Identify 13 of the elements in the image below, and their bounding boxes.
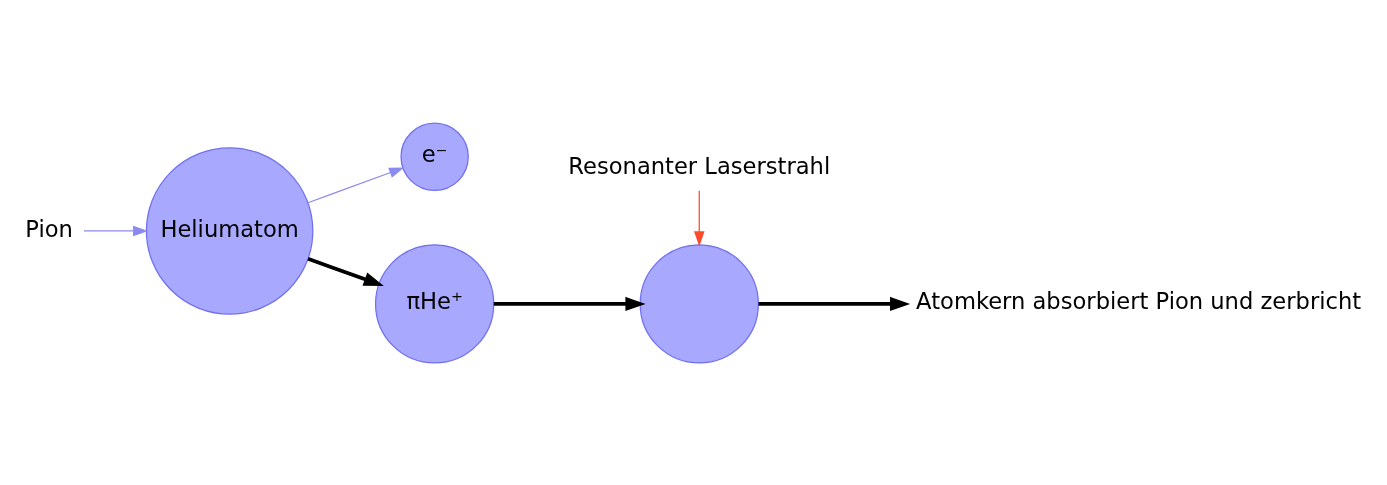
- arrow: [83, 225, 149, 236]
- arrow: [694, 189, 705, 246]
- node-circle: Heliumatom: [145, 146, 314, 315]
- node-circle: πHe⁺: [374, 243, 495, 364]
- node-text: Pion: [25, 215, 73, 242]
- arrow: [493, 296, 646, 311]
- arrow: [307, 167, 405, 203]
- node-circle: [639, 243, 759, 364]
- node-text: Atomkern absorbiert Pion und zerbricht: [916, 287, 1362, 314]
- node-text: Resonanter Laserstrahl: [568, 152, 831, 179]
- arrow: [307, 256, 384, 286]
- node-circle: e⁻: [400, 122, 469, 191]
- arrow: [758, 296, 911, 311]
